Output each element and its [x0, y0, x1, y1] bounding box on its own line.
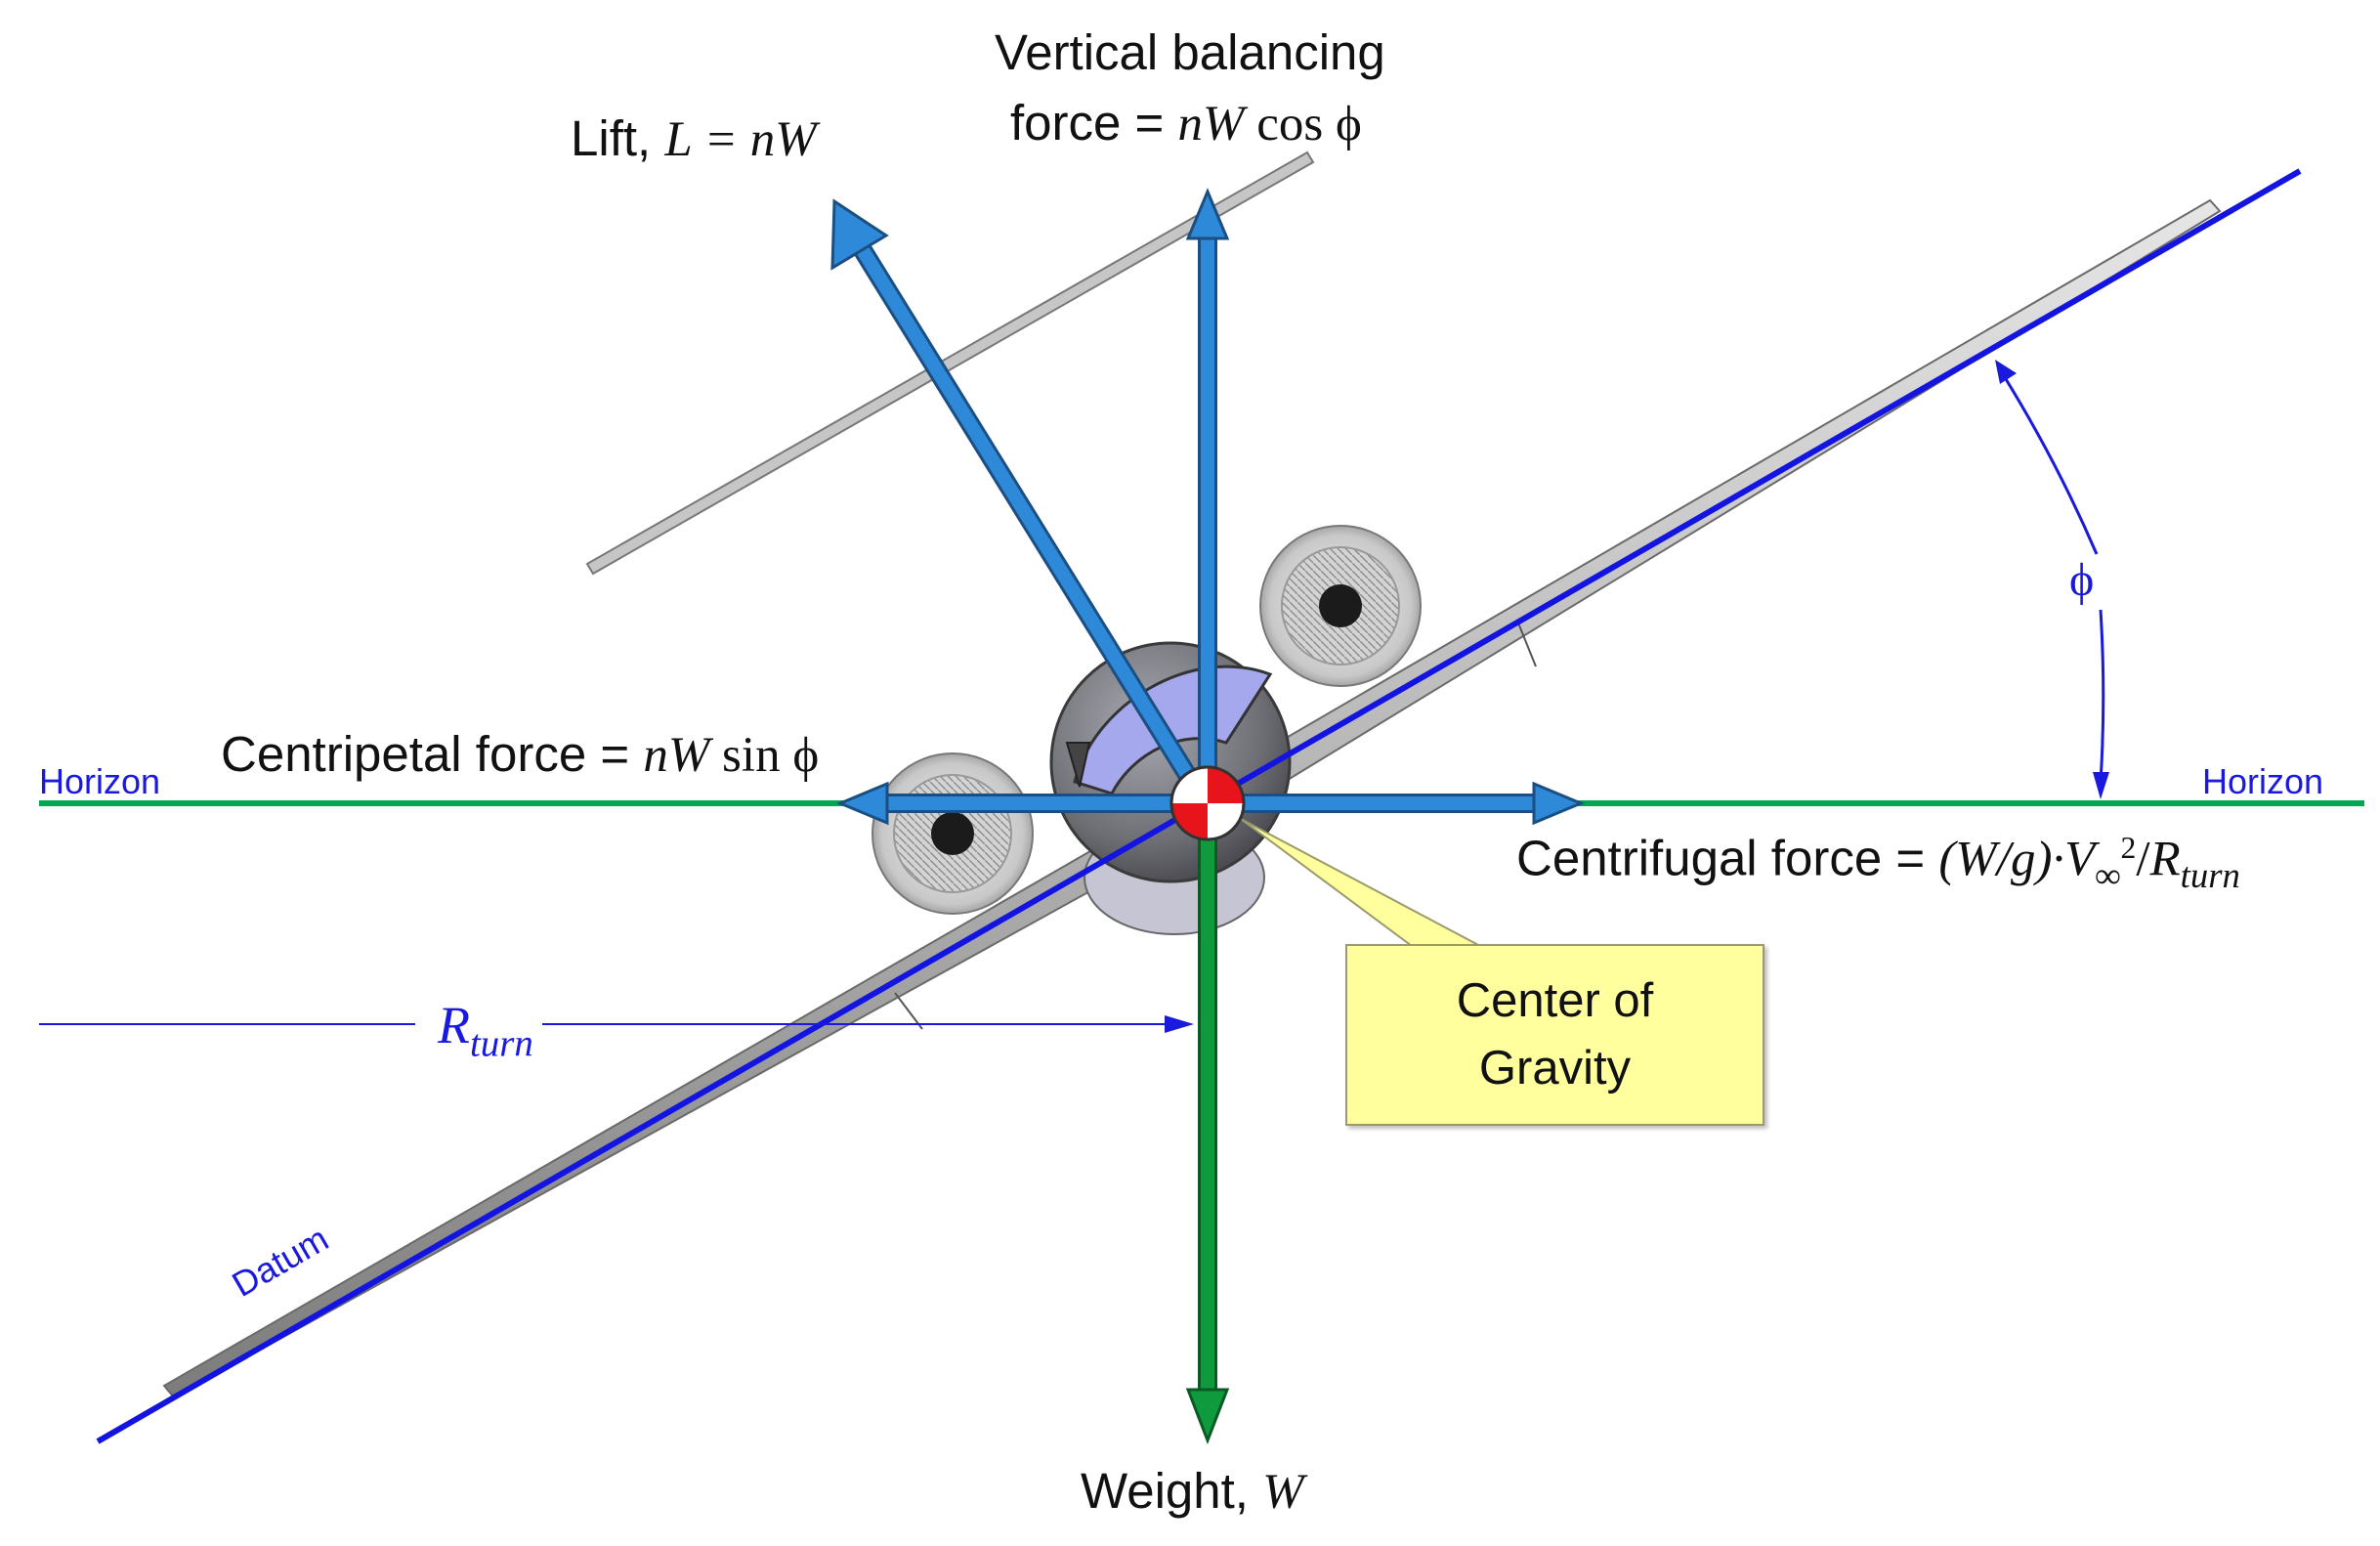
cg-callout-line1: Center of: [1456, 974, 1654, 1028]
cockpit-window: [1073, 665, 1273, 795]
center-of-gravity-icon: [1169, 765, 1246, 841]
center-of-gravity-callout: Center of Gravity: [1345, 944, 1764, 1126]
centripetal-arrowhead: [836, 781, 889, 826]
weight-vector: [1185, 803, 1230, 1445]
centripetal-vector: [836, 781, 1208, 826]
horizon-label-left: Horizon: [39, 761, 161, 801]
wing-segment-mark: [894, 992, 923, 1030]
wing-segment-mark: [1516, 620, 1537, 667]
fuselage: [1049, 641, 1292, 935]
vertical-balancing-label-line2: force = nW cos ϕ: [1010, 95, 1362, 151]
r-turn-dimension: [39, 1015, 1194, 1033]
centrifugal-arrowhead: [1532, 781, 1585, 826]
centrifugal-force-label: Centrifugal force = (W/g)·V∞2/Rturn: [1516, 830, 2240, 896]
centrifugal-vector: [1208, 781, 1585, 826]
arc-arrowhead: [2093, 772, 2109, 799]
arrowhead: [1165, 1015, 1194, 1033]
lift-vector: [830, 198, 1212, 807]
lift-arrowhead: [830, 198, 889, 271]
weight-label: Weight, W: [1081, 1463, 1304, 1520]
bank-angle-arc: [1995, 360, 2109, 799]
r-turn-label: Rturn: [438, 996, 533, 1065]
cg-callout-line2: Gravity: [1478, 1042, 1632, 1095]
cg-callout-pointer: [1240, 818, 1481, 947]
arc-arrowhead: [1995, 360, 2017, 384]
force-vectors: [830, 188, 1585, 1445]
weight-arrowhead: [1185, 1388, 1230, 1445]
vertical-balancing-vector: [1185, 188, 1230, 801]
vertical-balancing-label-line1: Vertical balancing: [995, 24, 1385, 80]
lift-label: Lift, L = nW: [571, 110, 817, 167]
vertical-arrowhead: [1185, 188, 1230, 240]
bank-angle-phi-label: ϕ: [2069, 554, 2095, 606]
engine-right: [1259, 525, 1422, 687]
horizontal-stabilizer: [585, 150, 1315, 576]
centripetal-force-label: Centripetal force = nW sin ϕ: [221, 726, 820, 783]
horizon-label-right: Horizon: [2202, 761, 2324, 801]
engine-left: [871, 752, 1034, 915]
